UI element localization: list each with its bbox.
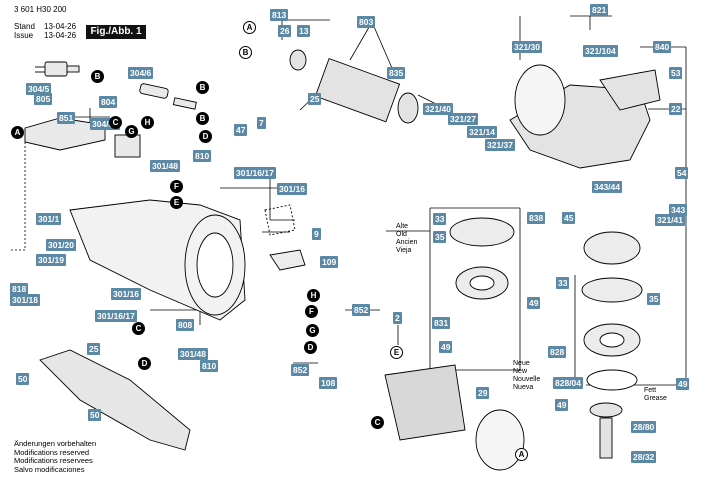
callout-d: D [304, 341, 317, 354]
callout-e: E [390, 346, 403, 359]
part-label: 321/41 [655, 214, 685, 226]
part-label: 28/80 [631, 421, 657, 433]
part-label: 54 [675, 167, 689, 179]
part-label: 851 [57, 112, 76, 124]
callout-b: B [196, 112, 209, 125]
stand-date: 13-04-26 [44, 22, 77, 31]
callout-c: C [109, 116, 122, 129]
callout-c: C [132, 322, 145, 335]
part-label: 301/18 [10, 294, 40, 306]
part-label: 47 [234, 124, 248, 136]
part-label: 810 [193, 150, 212, 162]
part-label: 803 [357, 16, 376, 28]
part-label: 838 [527, 212, 546, 224]
part-label: 26 [278, 25, 292, 37]
part-label: 818 [10, 283, 29, 295]
stand-label: Stand [14, 22, 35, 31]
part-label: 828/04 [553, 377, 583, 389]
callout-c: C [371, 416, 384, 429]
part-label: 50 [88, 409, 102, 421]
part-label: 25 [87, 343, 101, 355]
part-label: 831 [432, 317, 451, 329]
part-label: 13 [297, 25, 311, 37]
part-label: 7 [257, 117, 266, 129]
callout-d: D [199, 130, 212, 143]
callout-g: G [306, 324, 319, 337]
part-label: 50 [16, 373, 30, 385]
part-label: 813 [270, 9, 289, 21]
part-label: 321/27 [448, 113, 478, 125]
part-label: 9 [312, 228, 321, 240]
part-label: 49 [676, 378, 690, 390]
part-label: 321/30 [512, 41, 542, 53]
callout-f: F [170, 180, 183, 193]
callout-b: B [239, 46, 252, 59]
part-label: 304/6 [128, 67, 154, 79]
part-label: 304/5 [26, 83, 52, 95]
part-label: 28/32 [631, 451, 657, 463]
part-label: 852 [291, 364, 310, 376]
part-label: 301/48 [150, 160, 180, 172]
part-label: 35 [433, 231, 447, 243]
callout-d: D [138, 357, 151, 370]
part-label: 25 [308, 93, 322, 105]
part-label: 33 [433, 213, 447, 225]
part-label: 321/40 [423, 103, 453, 115]
part-label: 805 [34, 93, 53, 105]
part-label: 808 [176, 319, 195, 331]
part-label: 301/16 [277, 183, 307, 195]
part-label: 835 [387, 67, 406, 79]
part-label: 49 [439, 341, 453, 353]
part-label: 321/37 [485, 139, 515, 151]
callout-g: G [125, 125, 138, 138]
callout-b: B [91, 70, 104, 83]
part-label: 29 [476, 387, 490, 399]
part-label: 301/1 [36, 213, 62, 225]
part-label: 810 [200, 360, 219, 372]
legend-old: Alte Old Ancien Vieja [396, 223, 418, 254]
callout-a: A [515, 448, 528, 461]
part-label: 108 [319, 377, 338, 389]
document-number: 3 601 H30 200 [14, 5, 67, 14]
callout-a: A [11, 126, 24, 139]
part-label: 301/20 [46, 239, 76, 251]
callout-e: E [170, 196, 183, 209]
part-label: 53 [669, 67, 683, 79]
part-label: 301/48 [178, 348, 208, 360]
callout-h: H [307, 289, 320, 302]
issue-date: 13-04-26 [44, 31, 77, 40]
issue-label: Issue [14, 31, 34, 40]
part-label: 301/16/17 [95, 310, 137, 322]
callout-b: B [196, 81, 209, 94]
callout-f: F [305, 305, 318, 318]
part-label: 852 [352, 304, 371, 316]
part-label: 35 [647, 293, 661, 305]
part-label: 2 [393, 312, 402, 324]
part-label: 301/19 [36, 254, 66, 266]
callout-a: A [243, 21, 256, 34]
part-label: 33 [556, 277, 570, 289]
callout-h: H [141, 116, 154, 129]
legend-new: Neue New Nouvelle Nueva [513, 360, 541, 391]
legend-grease: Fett Grease [644, 387, 667, 402]
part-label: 343 [669, 204, 688, 216]
part-label: 821 [590, 4, 609, 16]
part-label: 49 [555, 399, 569, 411]
part-label: 321/104 [583, 45, 618, 57]
part-label: 49 [527, 297, 541, 309]
part-label: 301/16/17 [234, 167, 276, 179]
part-label: 840 [653, 41, 672, 53]
figure-label: Fig./Abb. 1 [86, 25, 146, 39]
disclaimer: Änderungen vorbehalten Modifications res… [14, 439, 97, 474]
part-label: 301/16 [111, 288, 141, 300]
part-label: 109 [320, 256, 339, 268]
part-label: 343/44 [592, 181, 622, 193]
part-label: 804 [99, 96, 118, 108]
part-label: 828 [548, 346, 567, 358]
part-label: 45 [562, 212, 576, 224]
part-label: 321/14 [467, 126, 497, 138]
part-label: 22 [669, 103, 683, 115]
